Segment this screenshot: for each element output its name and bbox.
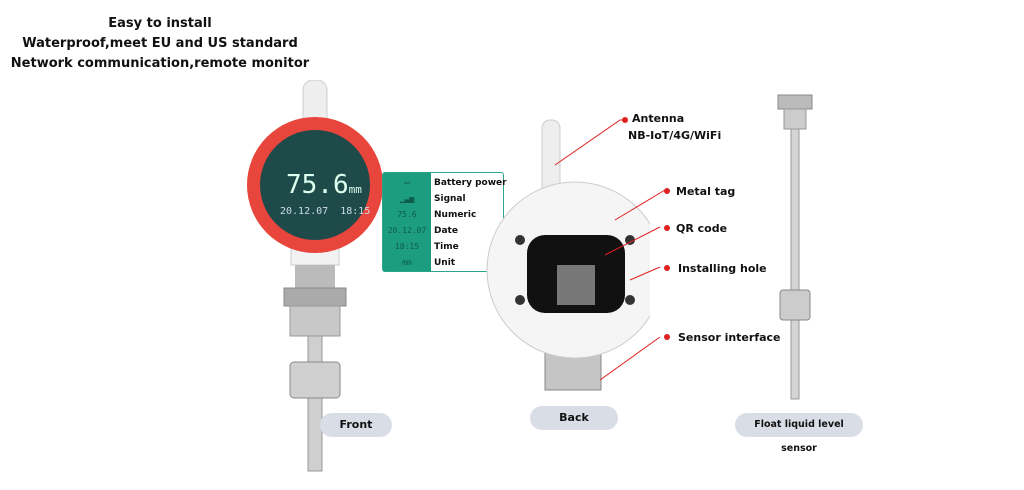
display-value: 75.6mm <box>286 170 362 205</box>
view-label-float: Float liquid level sensor <box>735 413 863 454</box>
float-sensor-image <box>777 94 813 400</box>
callout-sensor-interface: Sensor interface <box>678 331 781 344</box>
date: 20.12.07 <box>280 206 329 217</box>
callout-antenna-sub: NB-IoT/4G/WiFi <box>628 129 722 142</box>
numeric-icon: 75.6 <box>397 210 417 219</box>
time: 18:15 <box>340 206 371 217</box>
value: 75.6 <box>286 170 349 200</box>
legend-label: Time <box>434 242 459 252</box>
legend-label: Numeric <box>434 210 477 220</box>
headline-3: Network communication,remote monitor <box>10 56 310 71</box>
display-datetime: 20.12.07 18:15 <box>280 206 370 218</box>
legend-label: Unit <box>434 258 456 268</box>
date-icon: 20.12.07 <box>387 226 427 235</box>
front-device-image <box>247 80 383 472</box>
time-icon: 18:15 <box>394 242 420 251</box>
view-label-front: Front <box>320 413 392 437</box>
signal-icon: ▁▃▅ <box>399 194 415 203</box>
callout-lines <box>554 119 666 381</box>
callout-metal-tag: Metal tag <box>676 185 736 198</box>
callout-qr-code: QR code <box>676 222 728 235</box>
callout-antenna: Antenna <box>632 112 685 125</box>
unit-icon: mm <box>402 258 412 267</box>
view-label-back: Back <box>530 406 618 430</box>
headline-2: Waterproof,meet EU and US standard <box>22 36 298 51</box>
display-legend: ▭ Battery power ▁▃▅ Signal 75.6 Numeric 20.12.… <box>382 172 507 272</box>
callout-installing-hole: Installing hole <box>678 262 767 275</box>
legend-label: Battery power <box>434 178 507 188</box>
unit: mm <box>348 183 362 196</box>
back-device-image <box>486 119 650 391</box>
battery-icon: ▭ <box>404 178 410 187</box>
legend-label: Signal <box>434 194 466 204</box>
legend-label: Date <box>434 226 458 236</box>
headline-1: Easy to install <box>108 16 212 31</box>
